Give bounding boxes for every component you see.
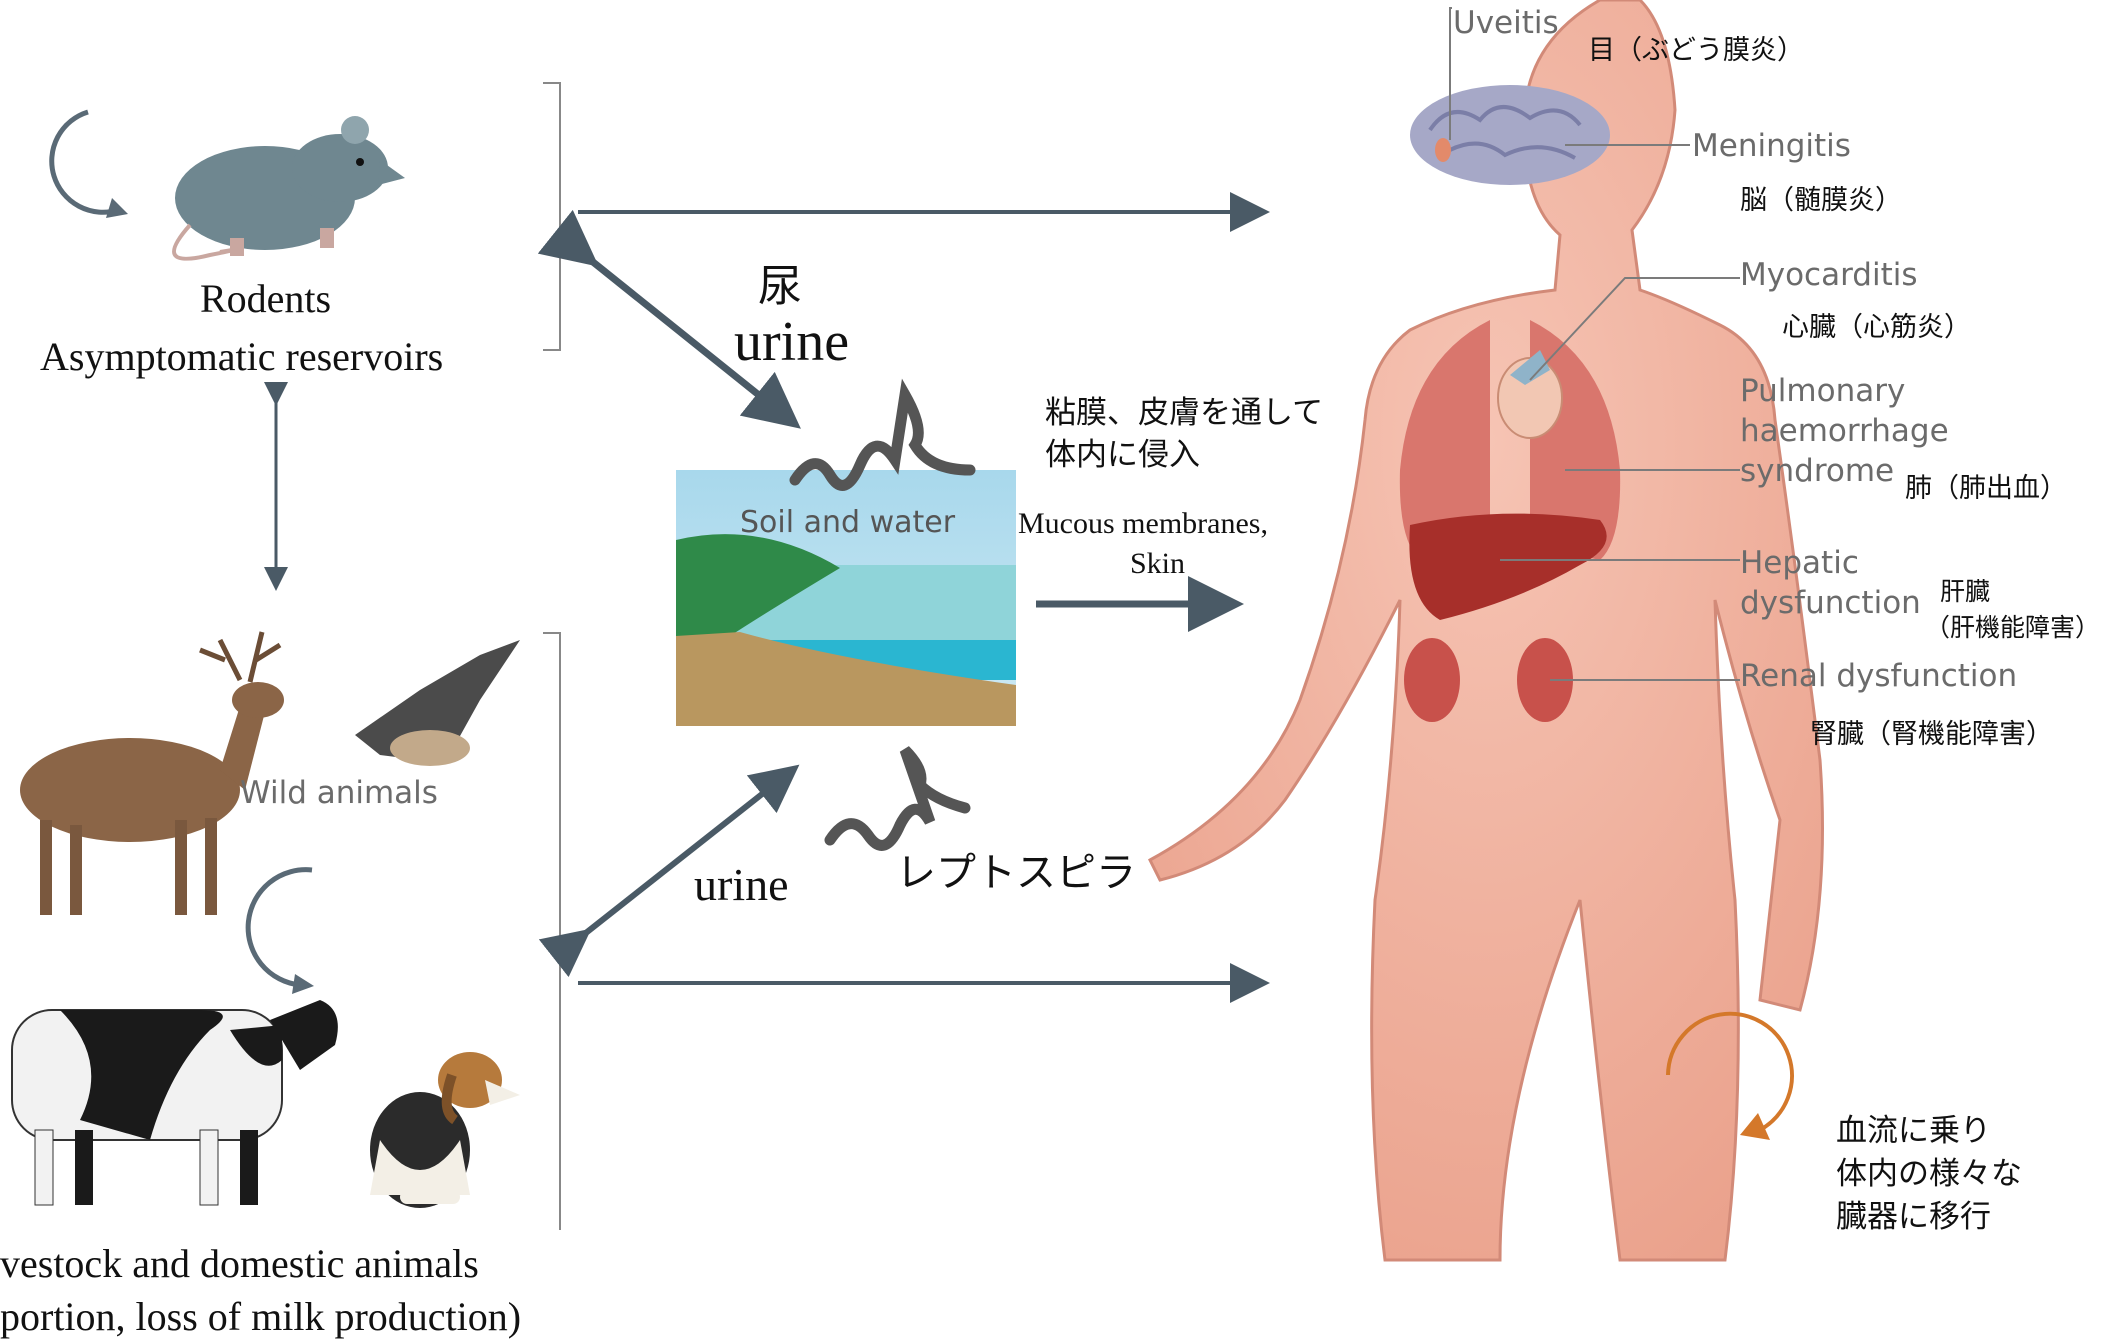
organ-meningitis-jp: 脳（髄膜炎） bbox=[1740, 178, 1902, 217]
urine-bottom-label: urine bbox=[694, 858, 789, 911]
livestock-label-line1: vestock and domestic animals bbox=[0, 1240, 479, 1287]
rodents-title: Rodents bbox=[200, 275, 331, 322]
urine-top-jp: 尿 bbox=[758, 250, 802, 314]
cow-icon bbox=[12, 1000, 338, 1205]
soil-water-label: Soil and water bbox=[740, 505, 955, 540]
organ-uveitis-jp: 目（ぶどう膜炎） bbox=[1588, 28, 1804, 67]
entry-en-line2: Skin bbox=[1130, 547, 1185, 581]
livestock-label-line2: portion, loss of milk production) bbox=[0, 1293, 521, 1340]
organ-pulmonary-line1: Pulmonary bbox=[1740, 373, 1905, 409]
leptospira-label: レプトスピラ bbox=[896, 840, 1136, 898]
leptospira-icon bbox=[830, 750, 965, 845]
human-body bbox=[1150, 0, 1823, 1260]
organ-pulmonary-line2: haemorrhage bbox=[1740, 413, 1949, 449]
organ-pulmonary-jp: 肺（肺出血） bbox=[1905, 466, 2067, 505]
entry-en-line1: Mucous membranes, bbox=[1018, 507, 1268, 541]
organ-hepatic-jp-line1: 肝臓 bbox=[1940, 572, 1990, 608]
bloodstream-line2: 体内の様々な bbox=[1836, 1148, 2022, 1193]
rodents-subtitle: Asymptomatic reservoirs bbox=[40, 333, 443, 380]
bat-icon bbox=[355, 640, 520, 766]
urine-top-en: urine bbox=[734, 310, 849, 374]
organ-myocarditis-jp: 心臓（心筋炎） bbox=[1782, 305, 1971, 344]
rat-icon bbox=[174, 116, 405, 259]
bracket-rodents bbox=[543, 83, 560, 350]
bloodstream-line1: 血流に乗り bbox=[1836, 1105, 1991, 1150]
organ-pulmonary-line3: syndrome bbox=[1740, 453, 1894, 489]
organ-hepatic-line1: Hepatic bbox=[1740, 545, 1859, 581]
organ-hepatic-jp-line2: （肝機能障害） bbox=[1925, 608, 2100, 644]
cycle-arrow-icon bbox=[52, 112, 128, 218]
organ-renal: Renal dysfunction bbox=[1740, 658, 2017, 694]
organ-myocarditis: Myocarditis bbox=[1740, 257, 1918, 293]
organ-uveitis: Uveitis bbox=[1453, 5, 1559, 41]
organ-meningitis: Meningitis bbox=[1692, 128, 1851, 164]
urine-arrow-bottom bbox=[582, 772, 790, 936]
kidney-icon bbox=[1404, 638, 1460, 722]
cycle-arrow-icon bbox=[248, 870, 314, 994]
organ-hepatic-line2: dysfunction bbox=[1740, 585, 1921, 621]
deer-icon bbox=[20, 632, 284, 915]
entry-jp-line1: 粘膜、皮膚を通して bbox=[1045, 387, 1323, 432]
eye-icon bbox=[1435, 138, 1451, 162]
entry-jp-line2: 体内に侵入 bbox=[1045, 429, 1200, 474]
wild-animals-label: Wild animals bbox=[240, 775, 438, 811]
brain-icon bbox=[1410, 85, 1610, 185]
beagle-icon bbox=[370, 1052, 520, 1208]
organ-renal-jp: 腎臓（腎機能障害） bbox=[1810, 712, 2053, 751]
bloodstream-line3: 臓器に移行 bbox=[1836, 1191, 1991, 1236]
bracket-animals bbox=[543, 633, 560, 1230]
